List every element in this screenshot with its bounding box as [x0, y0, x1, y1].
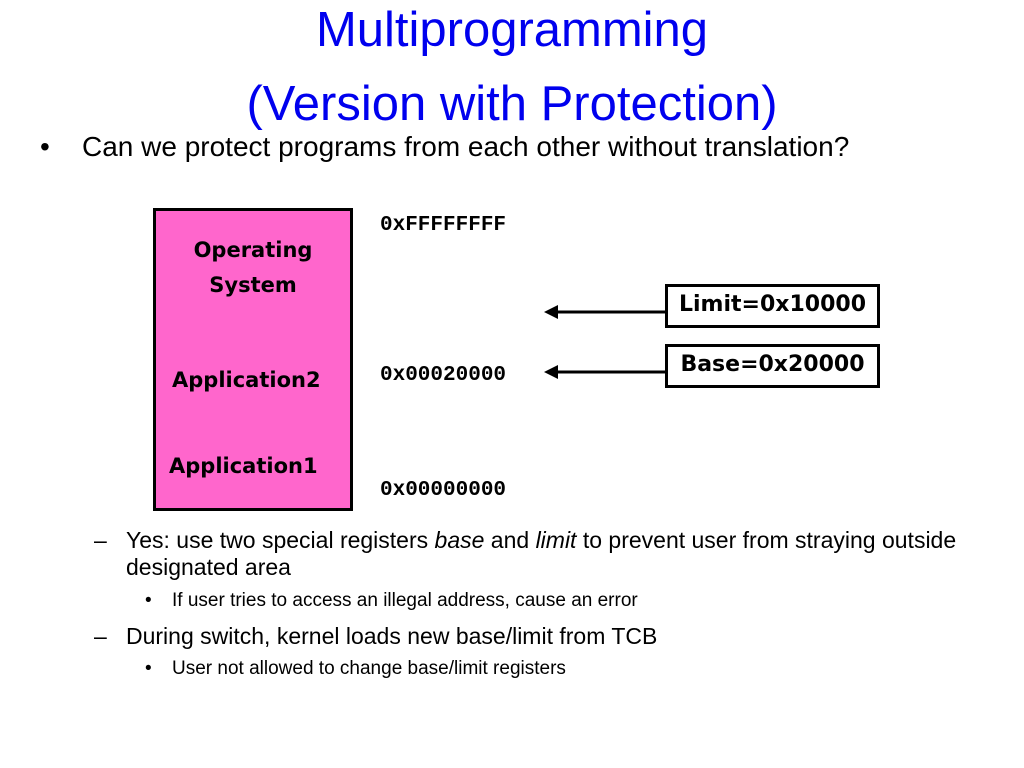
- sub1-text-mid: and: [484, 527, 536, 553]
- base-register-box: Base=0x20000: [665, 344, 880, 388]
- subsub-bullet-text: User not allowed to change base/limit re…: [172, 658, 566, 679]
- os-label-line1: Operating: [193, 238, 313, 262]
- sub1-text-pre: Yes: use two special registers: [126, 527, 435, 553]
- address-bottom: 0x00000000: [380, 479, 507, 502]
- address-top: 0xFFFFFFFF: [380, 214, 507, 237]
- subsub-bullet-text: If user tries to access an illegal addre…: [172, 590, 638, 611]
- application1-label: Application1: [169, 454, 318, 478]
- base-arrow: [544, 365, 668, 379]
- subsub-bullet-marker: •: [145, 658, 152, 679]
- bullet-marker: •: [40, 131, 50, 162]
- sub-bullet-text: Yes: use two special registers base and …: [126, 527, 986, 581]
- application2-label: Application2: [172, 368, 321, 392]
- limit-register-box: Limit=0x10000: [665, 284, 880, 328]
- sub-bullet-text: During switch, kernel loads new base/lim…: [126, 623, 658, 649]
- limit-arrow: [544, 305, 668, 319]
- sub1-limit-term: limit: [535, 527, 577, 553]
- memory-block: Operating System Application2 Applicatio…: [153, 208, 353, 511]
- slide-title-line2: (Version with Protection): [246, 77, 778, 131]
- os-region-label: Operating System: [156, 233, 350, 303]
- sub-bullet-marker: –: [94, 527, 107, 553]
- subsub-bullet-marker: •: [145, 590, 152, 611]
- sub1-text-post: to prevent user from straying outside de…: [126, 527, 957, 580]
- os-label-line2: System: [209, 273, 297, 297]
- sub-bullet-marker: –: [94, 623, 107, 649]
- slide-title-line1: Multiprogramming: [315, 3, 709, 57]
- sub1-base-term: base: [434, 527, 485, 553]
- main-bullet-text: Can we protect programs from each other …: [82, 131, 850, 162]
- address-mid: 0x00020000: [380, 364, 507, 387]
